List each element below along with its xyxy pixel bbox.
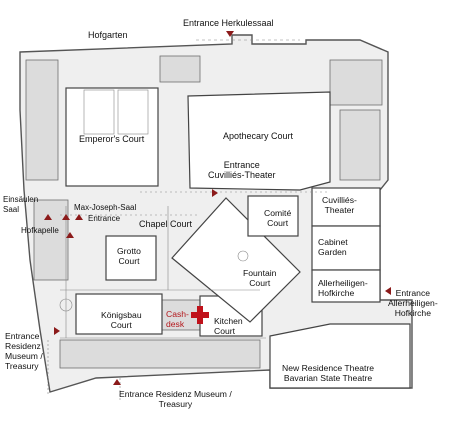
room-blocks [25, 55, 383, 369]
koenigsbau-court-label: Königsbau Court [101, 310, 142, 330]
new-residence-theatre-label: New Residence Theatre Bavarian State The… [282, 363, 375, 383]
grotto-court-area [105, 235, 157, 281]
cabinet-garden-box [311, 225, 381, 271]
emperors-court-label: Emperor's Court [79, 134, 145, 144]
entrance-residenz-bottom-marker[interactable] [113, 379, 121, 385]
max-joseph-saal-label: Max-Joseph-Saal [74, 203, 137, 212]
annex-rooms [269, 187, 411, 389]
fountain-court-label: Fountain Court [243, 268, 277, 288]
emperors-court-inner [83, 89, 115, 135]
entrance-residenz-left-marker[interactable] [54, 327, 60, 335]
courtyards [65, 87, 331, 337]
comite-court-area [247, 195, 299, 237]
entrance-einsaeulen-marker[interactable] [44, 214, 52, 220]
chapel-court-label: Chapel Court [139, 219, 193, 229]
apothecary-court-label: Apothecary Court [223, 131, 294, 141]
cuvillies-theater-label: Cuvilliés- Theater [322, 195, 357, 215]
entrance-residenz-left-label: Entrance Residenz Museum / Treasury [5, 331, 43, 371]
kitchen-court-label: Kitchen Court [214, 316, 243, 336]
allerheiligen-hofkirche-label: Allerheiligen- Hofkirche [318, 278, 368, 298]
comite-court-label: Comité Court [264, 208, 292, 228]
entrance-max-joseph-marker[interactable] [62, 214, 70, 220]
hofkapelle-label: Hofkapelle [21, 226, 59, 235]
new-residence-theatre-box [269, 323, 411, 389]
entrance-cuvillies-label: Entrance Cuvilliés-Theater [208, 160, 276, 180]
entrance-small-label: Entrance [88, 214, 121, 223]
einsaeulen-saal-label: Einsäulen Saal [3, 195, 39, 214]
entrance-allerheiligen-label: Entrance Allerheiligen- Hofkirche [388, 288, 438, 318]
entrance-hofkapelle-lower-marker[interactable] [66, 232, 74, 238]
allerheiligen-box [311, 269, 381, 303]
koenigsbau-court-area [75, 293, 163, 335]
entrance-herkulessaal-label: Entrance Herkulessaal [183, 18, 274, 28]
entrance-allerheiligen-marker[interactable] [385, 287, 391, 295]
entrance-residenz-bottom-label: Entrance Residenz Museum / Treasury [119, 389, 232, 409]
apothecary-court-area [187, 91, 331, 191]
cuvillies-theater-box [311, 187, 381, 227]
grotto-court-label: Grotto Court [117, 246, 141, 266]
hofgarten-label: Hofgarten [88, 30, 128, 40]
cabinet-garden-label: Cabinet Garden [318, 237, 348, 257]
fountain-court-area [171, 197, 301, 323]
entrance-herkulessaal-marker[interactable] [226, 31, 234, 37]
entrance-hofkapelle-marker[interactable] [75, 214, 83, 220]
detail-lines [47, 39, 330, 400]
entrance-cuvillies-marker[interactable] [212, 189, 218, 197]
cash-desk-label: Cash- desk [166, 309, 189, 329]
emperors-court-area [65, 87, 159, 187]
cash-desk-icon [191, 306, 209, 324]
